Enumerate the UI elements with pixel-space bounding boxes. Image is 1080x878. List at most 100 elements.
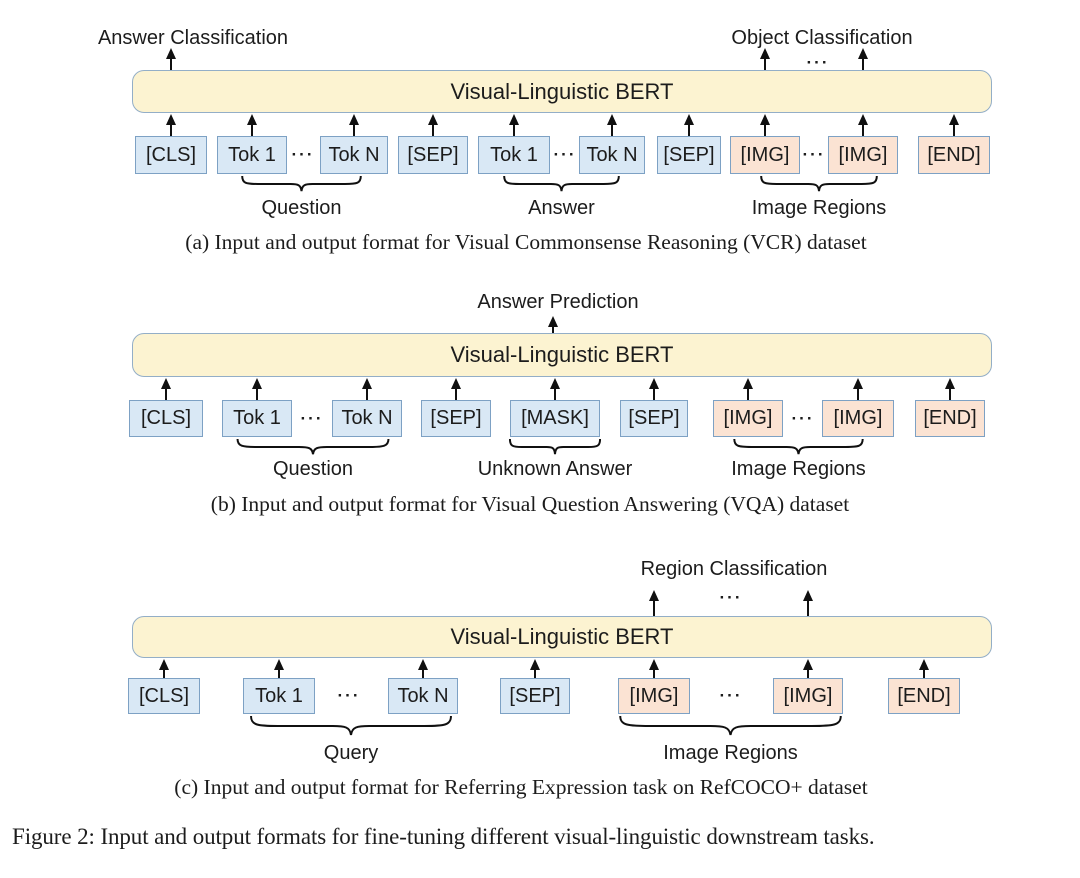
group-label: Answer xyxy=(528,197,595,219)
input-arrow-icon xyxy=(857,114,868,136)
group-label: Query xyxy=(323,742,379,764)
vl-bert-label: Visual-Linguistic BERT xyxy=(450,78,674,104)
ellipsis: ··· xyxy=(291,145,315,164)
input-arrow-icon xyxy=(251,378,262,400)
ellipsis: ··· xyxy=(337,686,361,705)
token-box: [MASK] xyxy=(510,400,600,437)
output-label: Object Classification xyxy=(731,27,913,49)
panel-caption: (c) Input and output format for Referrin… xyxy=(174,775,868,799)
figure-caption: Figure 2: Input and output formats for f… xyxy=(12,824,875,849)
token-box: [END] xyxy=(888,678,960,714)
group-brace-icon xyxy=(503,176,620,192)
token-box: [IMG] xyxy=(773,678,843,714)
token-box: [END] xyxy=(915,400,985,437)
token-box: Tok 1 xyxy=(478,136,550,174)
vl-bert-box: Visual-Linguistic BERT xyxy=(132,70,992,113)
ellipsis: ··· xyxy=(802,145,826,164)
output-label: Region Classification xyxy=(640,558,828,580)
output-label: Answer Classification xyxy=(97,27,289,49)
input-arrow-icon xyxy=(158,659,169,678)
token-box: Tok N xyxy=(579,136,645,174)
group-label: Image Regions xyxy=(663,742,798,764)
token-box: [IMG] xyxy=(828,136,898,174)
group-brace-icon xyxy=(733,439,864,455)
ellipsis: ··· xyxy=(791,408,815,428)
input-arrow-icon xyxy=(417,659,428,678)
token-box: [CLS] xyxy=(129,400,203,437)
input-arrow-icon xyxy=(852,378,863,400)
token-box: [IMG] xyxy=(730,136,800,174)
token-box: [IMG] xyxy=(822,400,894,437)
input-arrow-icon xyxy=(246,114,257,136)
input-arrow-icon xyxy=(802,659,813,678)
output-arrow-icon xyxy=(648,590,659,616)
input-arrow-icon xyxy=(606,114,617,136)
ellipsis: ··· xyxy=(719,588,743,607)
token-box: [IMG] xyxy=(618,678,690,714)
input-arrow-icon xyxy=(361,378,372,400)
token-box: Tok N xyxy=(320,136,388,174)
token-box: [SEP] xyxy=(421,400,491,437)
input-arrow-icon xyxy=(918,659,929,678)
group-brace-icon xyxy=(618,716,843,736)
group-brace-icon xyxy=(509,439,601,455)
token-box: [CLS] xyxy=(135,136,207,174)
ellipsis: ··· xyxy=(719,686,743,705)
input-arrow-icon xyxy=(948,114,959,136)
group-label: Question xyxy=(272,458,354,480)
input-arrow-icon xyxy=(742,378,753,400)
token-box: [SEP] xyxy=(398,136,468,174)
input-arrow-icon xyxy=(648,659,659,678)
group-label: Image Regions xyxy=(751,197,887,219)
group-label: Unknown Answer xyxy=(477,458,633,480)
vl-bert-label: Visual-Linguistic BERT xyxy=(450,624,674,649)
ellipsis: ··· xyxy=(300,408,324,428)
output-arrow-icon xyxy=(165,48,176,70)
input-arrow-icon xyxy=(549,378,560,400)
token-box: Tok 1 xyxy=(222,400,292,437)
group-label: Image Regions xyxy=(731,458,866,480)
token-box: [CLS] xyxy=(128,678,200,714)
group-brace-icon xyxy=(760,176,878,192)
vl-bert-label: Visual-Linguistic BERT xyxy=(450,342,674,367)
input-arrow-icon xyxy=(273,659,284,678)
input-arrow-icon xyxy=(759,114,770,136)
output-arrow-icon xyxy=(759,48,770,70)
input-arrow-icon xyxy=(160,378,171,400)
ellipsis: ··· xyxy=(806,53,830,72)
vl-bert-box: Visual-Linguistic BERT xyxy=(132,616,992,658)
token-box: Tok 1 xyxy=(217,136,287,174)
token-box: Tok N xyxy=(388,678,458,714)
input-arrow-icon xyxy=(348,114,359,136)
input-arrow-icon xyxy=(529,659,540,678)
group-brace-icon xyxy=(236,439,390,455)
panel-caption: (b) Input and output format for Visual Q… xyxy=(210,492,850,516)
panel-caption: (a) Input and output format for Visual C… xyxy=(185,230,867,254)
ellipsis: ··· xyxy=(553,145,577,164)
input-arrow-icon xyxy=(427,114,438,136)
input-arrow-icon xyxy=(508,114,519,136)
token-box: [SEP] xyxy=(620,400,688,437)
token-box: [IMG] xyxy=(713,400,783,437)
token-box: Tok N xyxy=(332,400,402,437)
token-box: [END] xyxy=(918,136,990,174)
token-box: [SEP] xyxy=(657,136,721,174)
group-brace-icon xyxy=(249,716,453,736)
input-arrow-icon xyxy=(450,378,461,400)
output-label: Answer Prediction xyxy=(477,291,639,313)
input-arrow-icon xyxy=(648,378,659,400)
token-box: Tok 1 xyxy=(243,678,315,714)
output-arrow-icon xyxy=(802,590,813,616)
input-arrow-icon xyxy=(165,114,176,136)
group-brace-icon xyxy=(241,176,362,192)
vl-bert-box: Visual-Linguistic BERT xyxy=(132,333,992,377)
output-arrow-icon xyxy=(857,48,868,70)
output-arrow-icon xyxy=(547,316,558,333)
token-box: [SEP] xyxy=(500,678,570,714)
input-arrow-icon xyxy=(683,114,694,136)
input-arrow-icon xyxy=(944,378,955,400)
